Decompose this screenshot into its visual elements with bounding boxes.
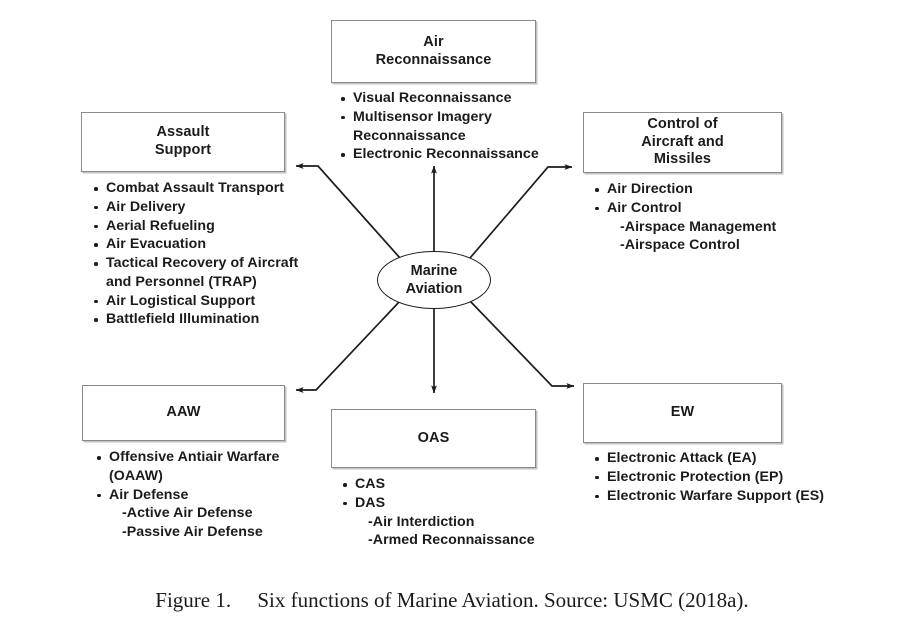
list-item: Air Defense — [94, 486, 349, 504]
node-aaw[interactable]: AAW — [82, 385, 285, 441]
node-marine-aviation-label-line1: Marine — [410, 262, 458, 279]
list-air-reconnaissance: Visual Reconnaissance Multisensor Imager… — [338, 89, 588, 164]
node-air-reconnaissance-title: Air Reconnaissance — [376, 34, 492, 69]
list-item: Air Direction — [592, 180, 852, 198]
list-item: -Armed Reconnaissance — [368, 532, 535, 549]
list-item: Electronic Reconnaissance — [338, 145, 588, 163]
list-item: -Airspace Control — [620, 237, 740, 254]
node-assault-support-title-line2: Support — [154, 142, 212, 158]
node-control-of-aircraft-and-missiles-title: Control of Aircraft and Missiles — [641, 116, 724, 169]
list-item: Electronic Attack (EA) — [592, 449, 882, 467]
node-oas[interactable]: OAS — [331, 409, 536, 468]
node-oas-title: OAS — [418, 430, 450, 448]
list-item: (OAAW) — [109, 467, 163, 484]
list-oas: CAS DAS -Air Interdiction -Armed Reconna… — [340, 475, 595, 550]
node-control-title-line3: Missiles — [653, 151, 712, 168]
list-assault-support: Combat Assault Transport Air Delivery Ae… — [91, 179, 341, 329]
arrow-to-control-of-aircraft — [469, 164, 573, 259]
node-aaw-title-line1: AAW — [166, 404, 201, 421]
list-item: Combat Assault Transport — [91, 179, 341, 197]
list-item: CAS — [340, 475, 595, 493]
arrow-to-aaw — [295, 300, 401, 393]
list-item: Air Control — [592, 199, 852, 217]
node-air-reconnaissance[interactable]: Air Reconnaissance — [331, 20, 536, 83]
list-item: Offensive Antiair Warfare — [94, 448, 349, 466]
list-ew: Electronic Attack (EA) Electronic Protec… — [592, 449, 882, 505]
list-item: Air Delivery — [91, 198, 341, 216]
node-marine-aviation-label: Marine Aviation — [406, 262, 463, 298]
node-oas-title-line1: OAS — [417, 429, 450, 446]
node-control-of-aircraft-and-missiles[interactable]: Control of Aircraft and Missiles — [583, 112, 782, 173]
list-item: -Airspace Management — [620, 218, 777, 235]
node-ew-title-line1: EW — [670, 404, 695, 421]
list-control-of-aircraft-and-missiles: Air Direction Air Control -Airspace Mana… — [592, 180, 852, 255]
list-aaw: Offensive Antiair Warfare (OAAW) Air Def… — [94, 448, 349, 542]
node-marine-aviation-center[interactable]: Marine Aviation — [377, 251, 491, 309]
list-item: -Air Interdiction — [368, 513, 475, 530]
list-item: and Personnel (TRAP) — [106, 273, 257, 290]
list-item: Aerial Refueling — [91, 217, 341, 235]
node-aaw-title: AAW — [166, 404, 200, 422]
list-item: Visual Reconnaissance — [338, 89, 588, 107]
node-control-title-line2: Aircraft and — [641, 133, 724, 150]
node-assault-support-title-line1: Assault — [156, 124, 210, 141]
list-item: Air Logistical Support — [91, 292, 341, 310]
node-ew[interactable]: EW — [583, 383, 782, 443]
node-ew-title: EW — [671, 404, 695, 422]
arrow-to-assault-support — [295, 163, 401, 259]
list-item: Battlefield Illumination — [91, 310, 341, 328]
list-item: -Passive Air Defense — [122, 524, 263, 540]
list-item: Electronic Warfare Support (ES) — [592, 487, 882, 505]
list-item: DAS — [340, 494, 595, 512]
node-air-reconnaissance-title-line1: Air — [423, 33, 444, 50]
node-assault-support-title: Assault Support — [155, 124, 211, 159]
node-control-title-line1: Control of — [647, 115, 718, 132]
list-item: -Active Air Defense — [122, 505, 253, 522]
node-air-reconnaissance-title-line2: Reconnaissance — [375, 51, 492, 68]
list-item: Air Evacuation — [91, 235, 341, 253]
figure-caption: Figure 1. Six functions of Marine Aviati… — [155, 588, 749, 612]
arrow-to-ew — [469, 300, 575, 389]
list-item: Tactical Recovery of Aircraft — [91, 254, 341, 272]
node-assault-support[interactable]: Assault Support — [81, 112, 285, 172]
list-item: Electronic Protection (EP) — [592, 468, 882, 486]
list-item: Multisensor Imagery — [338, 108, 588, 126]
list-item: Reconnaissance — [353, 127, 466, 144]
node-marine-aviation-label-line2: Aviation — [405, 281, 463, 297]
